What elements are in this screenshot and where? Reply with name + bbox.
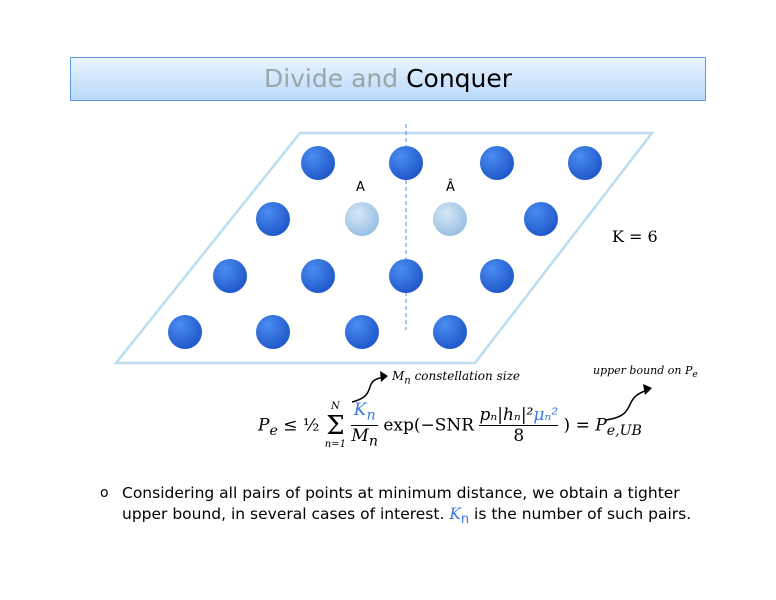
constellation-point xyxy=(213,259,247,293)
constellation-point xyxy=(433,315,467,349)
title-dark: Conquer xyxy=(406,64,513,93)
error-bound-equation: Pe ≤ ½ N Σ n=1 Kn Mn exp(−SNR pₙ|hₙ|²μₙ²… xyxy=(258,400,642,450)
constellation-point xyxy=(568,146,602,180)
constellation-point xyxy=(524,202,558,236)
constellation-point xyxy=(389,146,423,180)
bullet-marker: o xyxy=(100,485,109,501)
constellation-point xyxy=(389,259,423,293)
upper-bound-annotation: upper bound on Pe xyxy=(593,364,698,381)
title-light: Divide and xyxy=(263,64,399,93)
highlighted-point xyxy=(345,202,379,236)
constellation-point xyxy=(480,259,514,293)
arrow-upper-head xyxy=(643,384,652,395)
constellation-point xyxy=(301,146,335,180)
k-label: K = 6 xyxy=(612,227,658,246)
constellation-point xyxy=(256,315,290,349)
label-a-hat: Â xyxy=(446,180,455,195)
slide-title: Divide and Conquer xyxy=(70,57,706,101)
constellation-point xyxy=(301,259,335,293)
constellation-point xyxy=(345,315,379,349)
constellation-point xyxy=(168,315,202,349)
arrow-mn xyxy=(351,376,386,403)
label-a: A xyxy=(356,180,365,195)
constellation-point xyxy=(480,146,514,180)
bullet-point: o Considering all pairs of points at min… xyxy=(100,484,692,528)
arrow-upper xyxy=(605,389,649,421)
constellation-point xyxy=(256,202,290,236)
arrow-mn-head xyxy=(380,371,388,382)
mn-annotation: Mn constellation size xyxy=(392,369,520,387)
parallelogram-region xyxy=(113,131,655,365)
highlighted-point xyxy=(433,202,467,236)
